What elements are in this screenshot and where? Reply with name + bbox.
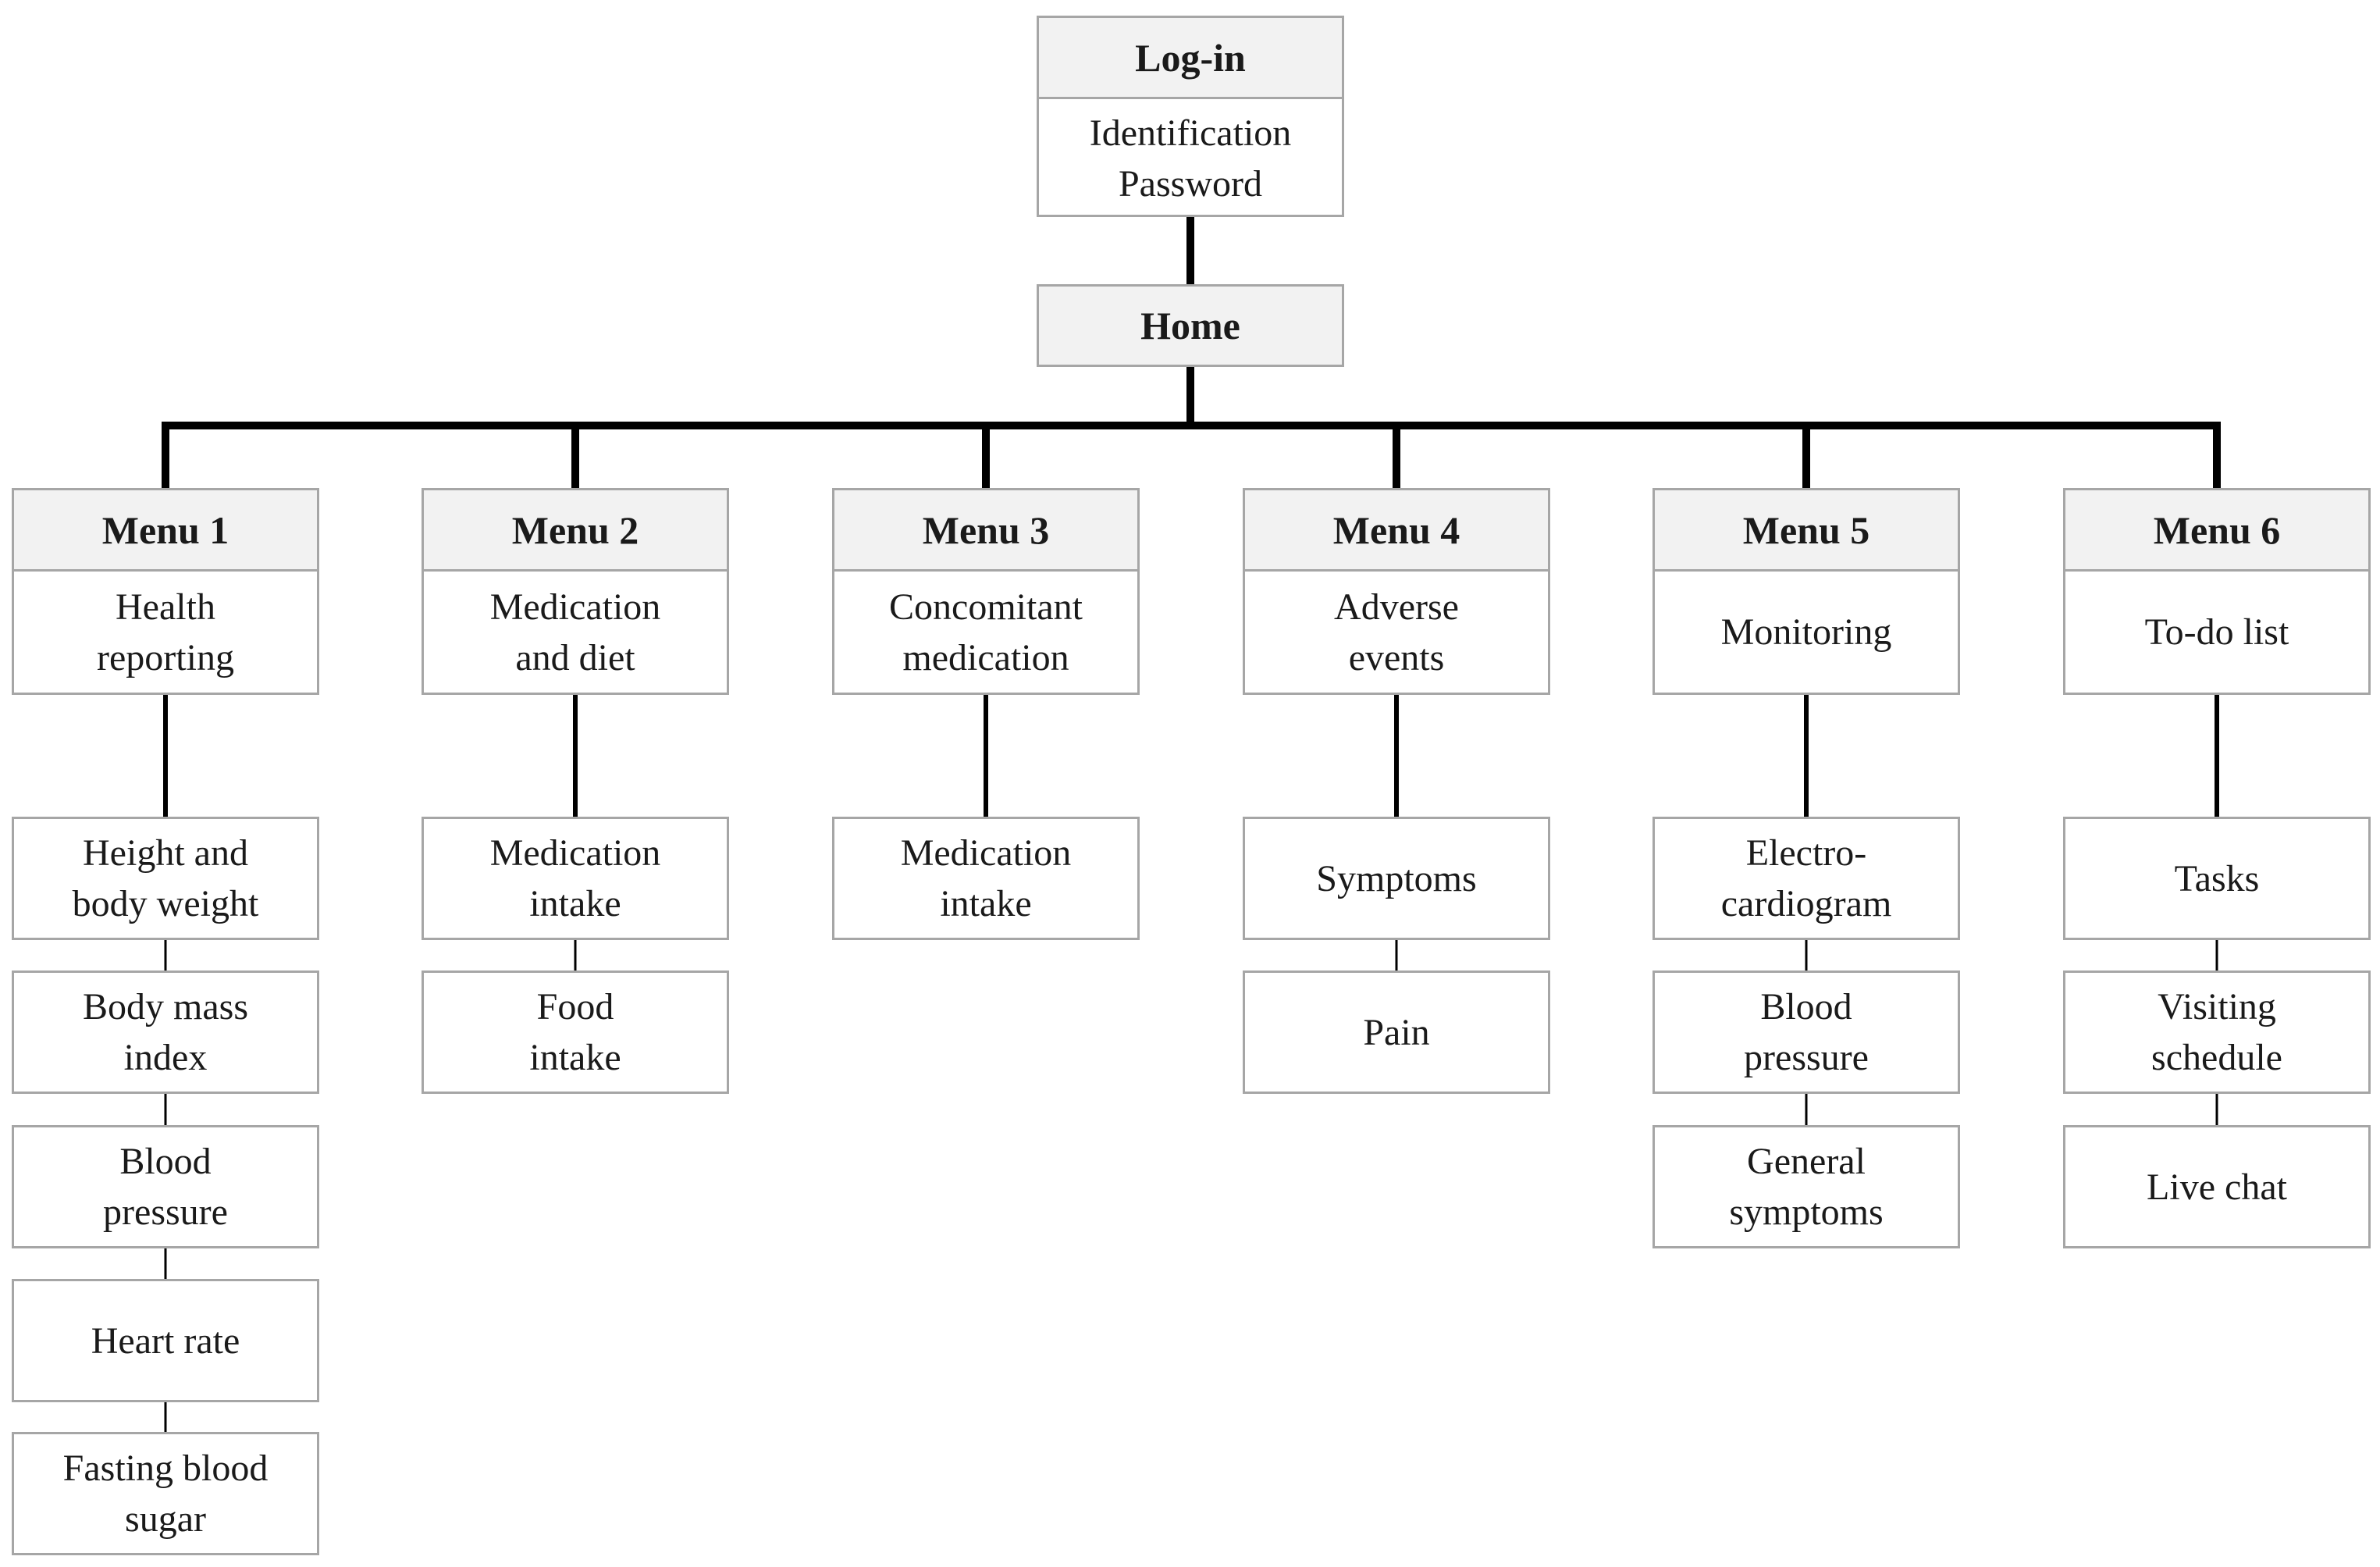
- menu-2-title: Menu 2: [424, 490, 727, 572]
- login-title: Log-in: [1039, 18, 1342, 99]
- menu-3-box: Menu 3 Concomitant medication: [832, 488, 1140, 695]
- menu-1-box: Menu 1 Health reporting: [12, 488, 319, 695]
- login-box: Log-in Identification Password: [1037, 16, 1344, 217]
- menu-5-box: Menu 5 Monitoring: [1652, 488, 1960, 695]
- menu-4-title: Menu 4: [1245, 490, 1548, 572]
- login-fields: Identification Password: [1089, 112, 1292, 205]
- menu-6-item-2: Visiting schedule: [2063, 970, 2371, 1094]
- menu-1-item-3: Blood pressure: [12, 1125, 319, 1248]
- home-title: Home: [1039, 287, 1342, 365]
- home-box: Home: [1037, 284, 1344, 367]
- menu-3-subtitle: Concomitant medication: [889, 586, 1083, 678]
- menu-5-item-1: Electro- cardiogram: [1652, 817, 1960, 940]
- menu-5-title: Menu 5: [1655, 490, 1958, 572]
- menu-1-item-1: Height and body weight: [12, 817, 319, 940]
- menu-1-subtitle: Health reporting: [97, 586, 234, 678]
- menu-3-item-1: Medication intake: [832, 817, 1140, 940]
- menu-5-item-3: General symptoms: [1652, 1125, 1960, 1248]
- menu-2-box: Menu 2 Medication and diet: [422, 488, 729, 695]
- menu-2-subtitle: Medication and diet: [489, 586, 661, 678]
- menu-1-item-5: Fasting blood sugar: [12, 1432, 319, 1555]
- menu-1-item-2: Body mass index: [12, 970, 319, 1094]
- menu-3-title: Menu 3: [834, 490, 1137, 572]
- menu-4-item-2: Pain: [1243, 970, 1550, 1094]
- menu-6-box: Menu 6 To-do list: [2063, 488, 2371, 695]
- menu-6-item-3: Live chat: [2063, 1125, 2371, 1248]
- menu-6-title: Menu 6: [2065, 490, 2368, 572]
- menu-1-title: Menu 1: [14, 490, 317, 572]
- menu-4-subtitle: Adverse events: [1334, 586, 1459, 678]
- menu-6-item-1: Tasks: [2063, 817, 2371, 940]
- menu-1-item-4: Heart rate: [12, 1279, 319, 1402]
- menu-2-item-1: Medication intake: [422, 817, 729, 940]
- menu-5-item-2: Blood pressure: [1652, 970, 1960, 1094]
- menu-2-item-2: Food intake: [422, 970, 729, 1094]
- menu-4-box: Menu 4 Adverse events: [1243, 488, 1550, 695]
- menu-5-subtitle: Monitoring: [1720, 611, 1892, 653]
- menu-4-item-1: Symptoms: [1243, 817, 1550, 940]
- menu-6-subtitle: To-do list: [2144, 611, 2289, 653]
